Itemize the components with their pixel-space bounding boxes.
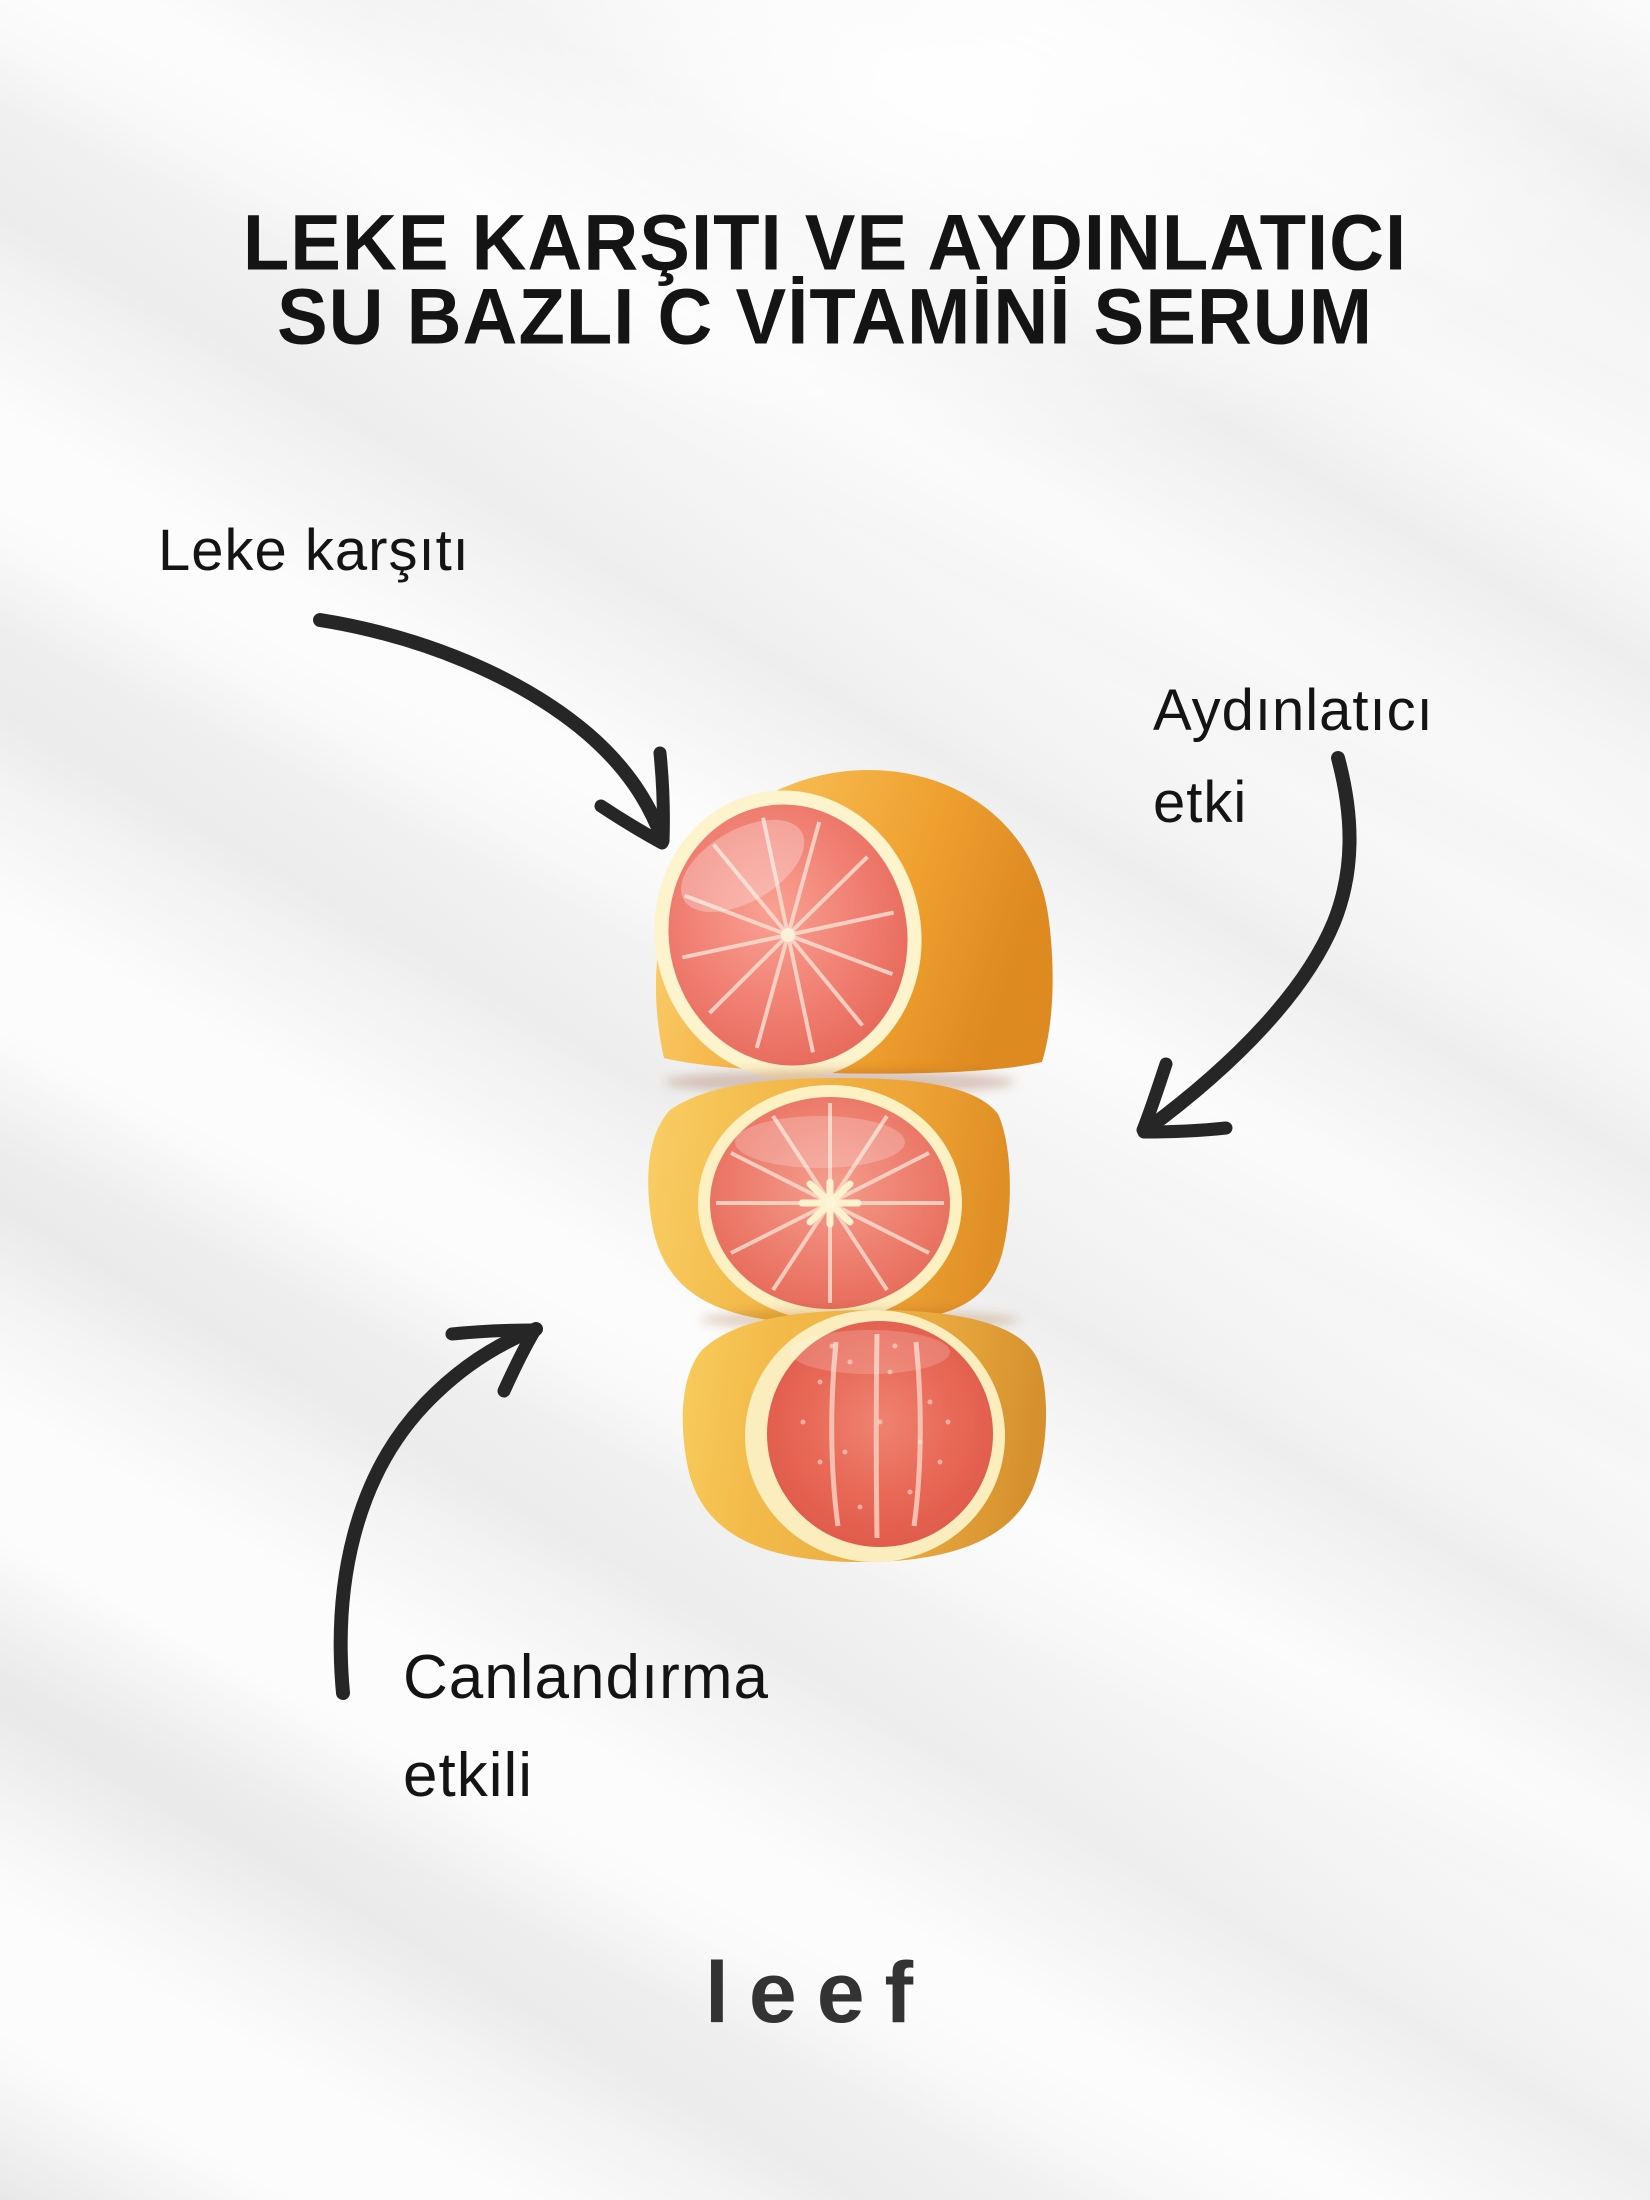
grapefruit-middle-half [648, 1078, 1020, 1331]
grapefruit-stack-image [648, 770, 1053, 1562]
callout-canlandirma-line1: Canlandırma [403, 1643, 769, 1712]
callout-leke-label: Leke karşıtı [158, 518, 470, 583]
callout-leke-karsiti: Leke karşıtı [158, 518, 470, 584]
grapefruit-bottom-half [682, 1310, 1047, 1562]
brand-logo: leef [705, 1945, 934, 2041]
title-line-2: SU BAZLI C VİTAMİNİ SERUM [276, 272, 1373, 361]
title-line-1: LEKE KARŞITI VE AYDINLATICI [242, 198, 1408, 288]
arrow-leke-to-fruit [313, 613, 670, 850]
callout-aydinlatici-line1: Aydınlatıcı [1153, 678, 1434, 743]
callout-aydinlatici-etki: Aydınlatıcı etki [1153, 665, 1434, 849]
callout-canlandirma-etkili: Canlandırma etkili [403, 1629, 769, 1825]
page-title: LEKE KARŞITI VE AYDINLATICI SU BAZLI C V… [0, 198, 1650, 361]
grapefruit-top-half [654, 770, 1053, 1094]
callout-canlandirma-line2: etkili [403, 1741, 534, 1810]
callout-aydinlatici-line2: etki [1153, 770, 1248, 835]
